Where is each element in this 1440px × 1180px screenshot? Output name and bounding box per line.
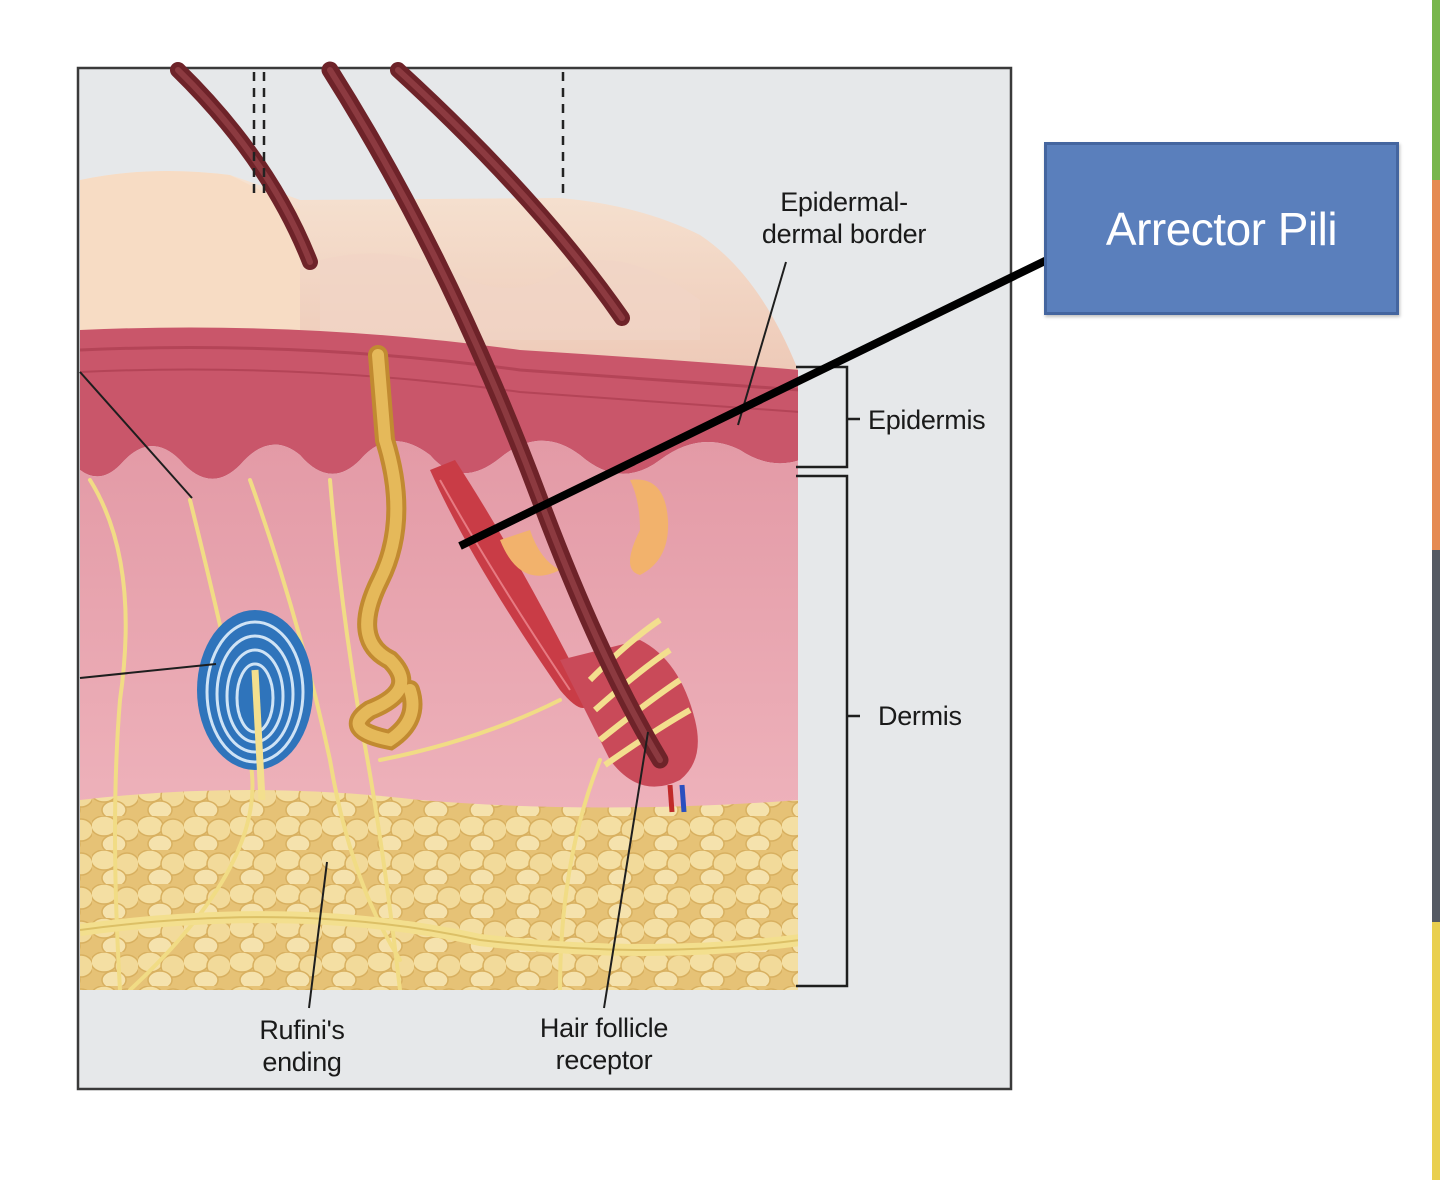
arrector-pili-muscle (430, 460, 590, 708)
dermis-bracket (796, 474, 860, 988)
sweat-gland (348, 345, 423, 751)
arrector-pili-callout-text: Arrector Pili (1105, 202, 1338, 255)
epidermal-border-leader (737, 261, 787, 426)
adipose-layer (80, 790, 798, 990)
dermis-label: Dermis (878, 701, 962, 731)
sebaceous-gland (500, 530, 560, 576)
rufini-label-line2: ending (262, 1047, 342, 1077)
rufini-label-line1: Rufini's (259, 1015, 345, 1045)
arrector-pili-callout: Arrector Pili (1044, 142, 1399, 315)
side-accent-green (1432, 0, 1440, 180)
epidermal-border-label-line1: Epidermal- (780, 187, 908, 217)
epidermis-layer (80, 327, 798, 479)
rufini-label: Rufini's ending (232, 1014, 372, 1078)
hair-follicle-label-line1: Hair follicle (539, 1013, 669, 1043)
side-accent-yellow (1432, 922, 1440, 1180)
hair-follicle-receptor-label: Hair follicle receptor (516, 1012, 692, 1076)
side-accent-gray (1432, 550, 1440, 922)
side-accent-orange (1432, 180, 1440, 550)
callout-pointer (458, 256, 1049, 550)
pacinian-corpuscle (197, 610, 313, 801)
hair-shafts (170, 61, 669, 769)
hair-follicle-leader (603, 731, 649, 1009)
hair-follicle-label-line2: receptor (555, 1045, 653, 1075)
epidermal-border-label-line2: dermal border (761, 219, 927, 249)
epidermal-border-label: Epidermal- dermal border (742, 186, 946, 250)
epidermis-label: Epidermis (868, 405, 986, 435)
rufini-leader (308, 861, 328, 1009)
